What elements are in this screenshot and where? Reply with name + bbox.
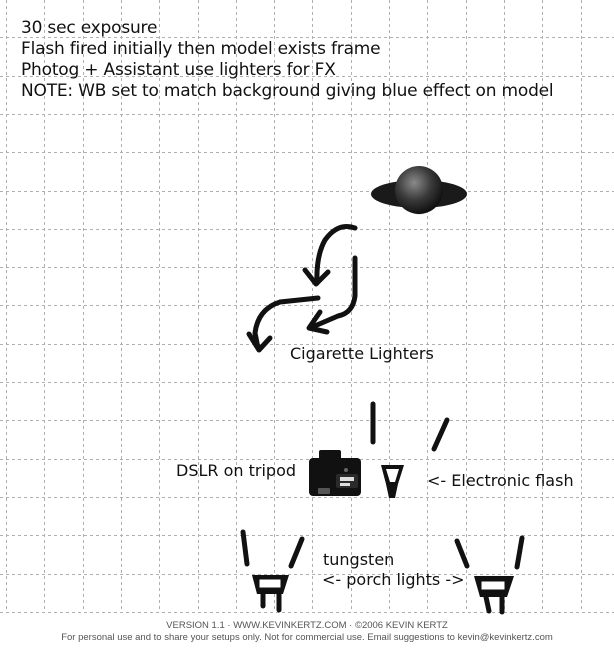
note-line-2: Flash fired initially then model exists … — [21, 39, 381, 59]
porch-light-icon — [240, 529, 305, 613]
flash-icon — [370, 401, 450, 498]
grid — [0, 0, 614, 613]
note-line-4: NOTE: WB set to match background giving … — [21, 81, 554, 101]
flash-label: <- Electronic flash — [427, 471, 574, 490]
tungsten-label: tungsten — [323, 550, 395, 569]
porch-light-icon — [454, 535, 525, 615]
footer-usage: For personal use and to share your setup… — [61, 632, 553, 643]
note-line-3: Photog + Assistant use lighters for FX — [21, 60, 336, 80]
note-line-1: 30 sec exposure — [21, 18, 158, 38]
camera-label: DSLR on tripod — [176, 461, 297, 480]
lighters-label: Cigarette Lighters — [290, 344, 434, 363]
lighter-path-arrows — [246, 224, 358, 353]
footer-version: VERSION 1.1 · WWW.KEVINKERTZ.COM · ©2006… — [166, 620, 448, 631]
model-head-icon — [371, 166, 467, 215]
camera-icon — [309, 450, 361, 496]
porch-lights-label: <- porch lights -> — [322, 570, 465, 589]
